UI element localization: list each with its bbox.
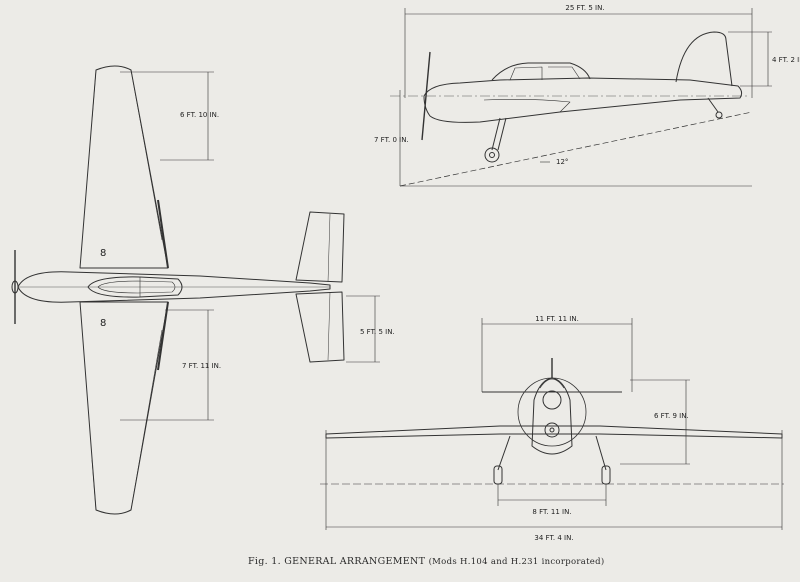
side-fuselage: [423, 77, 743, 123]
caption-main: Fig. 1. GENERAL ARRANGEMENT: [248, 556, 426, 567]
dim-overall-length: 25 FT. 5 IN.: [565, 4, 604, 12]
front-undercarriage: [497, 435, 607, 471]
caption-note: (Mods H.104 and H.231 incorporated): [428, 557, 605, 567]
plan-tailplane-upper: [295, 211, 345, 283]
dim-tailplane-half: 5 FT. 5 IN.: [360, 328, 395, 336]
plan-view: [11, 65, 380, 515]
plan-lower-wing: [79, 301, 169, 515]
front-fuselage: [531, 377, 573, 455]
plan-upper-wing: [79, 65, 169, 269]
front-view: [320, 318, 784, 530]
dim-track: 8 FT. 11 IN.: [532, 508, 571, 516]
plan-tailplane-lower: [295, 291, 345, 363]
dim-wing-outer: 6 FT. 10 IN.: [180, 111, 219, 119]
side-view: [390, 8, 772, 187]
roundel-lower-8: 8: [100, 318, 106, 329]
dim-front-height: 6 FT. 9 IN.: [654, 412, 689, 420]
dim-tail-height: 4 FT. 2 IN.: [772, 56, 800, 64]
dim-wingspan: 34 FT. 4 IN.: [534, 534, 573, 542]
side-ground-line: [399, 111, 753, 187]
figure-caption: Fig. 1. GENERAL ARRANGEMENT (Mods H.104 …: [248, 556, 605, 567]
dim-wing-inner: 7 FT. 11 IN.: [182, 362, 221, 370]
dimension-labels: 25 FT. 5 IN. 4 FT. 2 IN. 7 FT. 0 IN. 12°…: [100, 4, 800, 542]
roundel-upper-8: 8: [100, 248, 106, 259]
dim-tailplane-span: 11 FT. 11 IN.: [535, 315, 579, 323]
dim-ground-height: 7 FT. 0 IN.: [374, 136, 409, 144]
side-fin: [675, 31, 733, 87]
front-propeller-disc: [517, 377, 587, 447]
side-wheel: [484, 147, 500, 163]
dim-ground-angle: 12°: [556, 158, 568, 166]
side-canopy: [491, 62, 591, 81]
side-undercarriage: [491, 117, 507, 151]
